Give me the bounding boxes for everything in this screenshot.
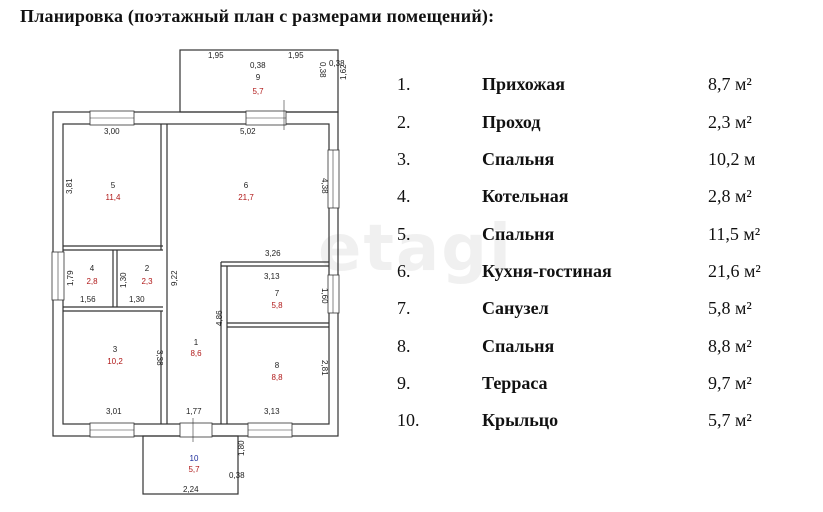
dim-r3-h: 3,38 (155, 350, 164, 366)
legend-room-area: 8,7 м² (708, 74, 752, 94)
dim-terrace-side2: 0,38 (329, 59, 345, 68)
legend-room-area: 2,3 м² (708, 112, 752, 132)
legend-room-name: Прихожая (482, 74, 566, 94)
room-number-8: 8 (275, 361, 280, 370)
legend-room-area: 11,5 м² (708, 224, 761, 244)
dim-r2-h: 1,30 (119, 272, 128, 288)
legend-room-name: Котельная (482, 186, 569, 206)
room-area-8: 8,8 (271, 373, 283, 382)
legend-number: 9. (397, 373, 411, 393)
dim-porch-w: 2,24 (183, 485, 199, 494)
legend-room-name: Спальня (482, 336, 555, 356)
page-title: Планировка (поэтажный план с размерами п… (20, 6, 495, 26)
legend-number: 10. (397, 410, 420, 430)
dim-r5-w: 3,00 (104, 127, 120, 136)
legend-room-name: Спальня (482, 149, 555, 169)
room-number-2: 2 (145, 264, 150, 273)
room-number-3: 3 (113, 345, 118, 354)
outer-wall-inner (62, 123, 330, 425)
dim-r6-bottom: 3,26 (265, 249, 281, 258)
legend-room-area: 10,2 м (708, 149, 756, 169)
dim-terrace-mid: 0,38 (250, 61, 266, 70)
watermark: etagi (318, 212, 513, 286)
legend-room-name: Проход (482, 112, 541, 132)
window-r6-right (327, 149, 340, 209)
door-hall-bottom (179, 422, 213, 438)
dim-porch-h: 1,80 (237, 440, 246, 456)
windows (51, 110, 340, 438)
dim-r7-h: 1,60 (320, 288, 329, 304)
legend-room-area: 5,8 м² (708, 298, 752, 318)
dim-r1-h: 4,86 (215, 310, 224, 326)
dimension-labels: 1,95 1,95 0,38 0,38 0,38 1,62 3,00 3,81 … (65, 51, 348, 494)
dim-r4-h: 1,79 (66, 270, 75, 286)
room-area-6: 21,7 (238, 193, 254, 202)
dim-r5-h: 3,81 (65, 178, 74, 194)
dim-hall-h: 9,22 (170, 270, 179, 286)
dim-terrace-h: 1,62 (339, 64, 348, 80)
legend-number: 3. (397, 149, 411, 169)
room-number-6: 6 (244, 181, 249, 190)
legend-room-name: Кухня-гостиная (482, 261, 612, 281)
legend-number: 7. (397, 298, 411, 318)
window-r6-right2 (327, 274, 340, 314)
room-area-10: 5,7 (188, 465, 200, 474)
outer-wall-outer (52, 111, 339, 437)
dim-r7-w: 3,13 (264, 272, 280, 281)
dim-porch-side: 0,38 (229, 471, 245, 480)
dim-r2-w: 1,30 (129, 295, 145, 304)
room-area-1: 8,6 (190, 349, 202, 358)
room-number-9: 9 (256, 73, 261, 82)
room-area-3: 10,2 (107, 357, 123, 366)
legend-room-name: Спальня (482, 224, 555, 244)
room-number-4: 4 (90, 264, 95, 273)
legend-room-name: Санузел (482, 298, 549, 318)
legend-number: 5. (397, 224, 411, 244)
dim-r8-h: 2,81 (320, 360, 329, 376)
room-labels: 1 8,6 2 2,3 3 10,2 4 2,8 5 11,4 6 21,7 7… (86, 73, 283, 474)
room-number-1: 1 (194, 338, 199, 347)
dim-terrace-side: 0,38 (318, 62, 327, 78)
dim-terrace-right: 1,95 (288, 51, 304, 60)
legend-number: 1. (397, 74, 411, 94)
room-area-7: 5,8 (271, 301, 283, 310)
legend-number: 6. (397, 261, 411, 281)
window-lines (57, 100, 334, 442)
dim-r8-w: 3,13 (264, 407, 280, 416)
legend-number: 8. (397, 336, 411, 356)
legend-room-area: 5,7 м² (708, 410, 752, 430)
dim-r4-w: 1,56 (80, 295, 96, 304)
room-area-4: 2,8 (86, 277, 98, 286)
room-area-2: 2,3 (141, 277, 153, 286)
room-area-9: 5,7 (252, 87, 264, 96)
room-area-5: 11,4 (106, 193, 122, 202)
legend-room-name: Терраса (482, 373, 548, 393)
dim-r6-w: 5,02 (240, 127, 256, 136)
legend-room-area: 21,6 м² (708, 261, 761, 281)
legend-number: 2. (397, 112, 411, 132)
dim-r6-h: 4,38 (320, 178, 329, 194)
legend-room-name: Крыльцо (482, 410, 559, 430)
legend-room-area: 9,7 м² (708, 373, 752, 393)
dim-r1-w: 1,77 (186, 407, 202, 416)
legend-room-area: 8,8 м² (708, 336, 752, 356)
legend-room-area: 2,8 м² (708, 186, 752, 206)
legend-number: 4. (397, 186, 411, 206)
dim-r3-w: 3,01 (106, 407, 122, 416)
dim-terrace-left: 1,95 (208, 51, 224, 60)
room-number-5: 5 (111, 181, 116, 190)
room-number-10: 10 (190, 454, 199, 463)
room-number-7: 7 (275, 289, 280, 298)
terrace-outline (179, 49, 339, 113)
